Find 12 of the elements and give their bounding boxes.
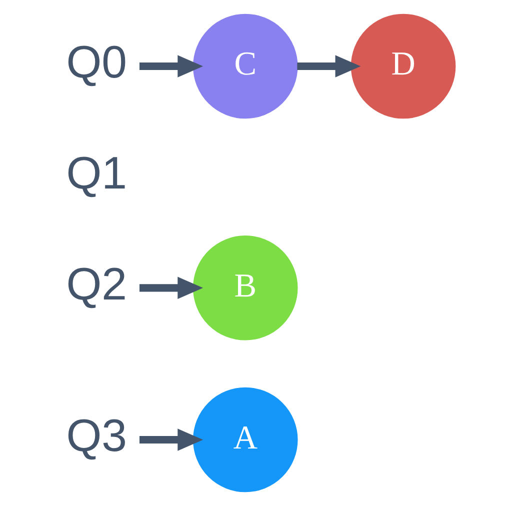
node-circle: C — [192, 14, 298, 119]
node-text: Q3 — [66, 410, 126, 462]
node-circle: B — [192, 236, 298, 340]
node-circle: A — [192, 387, 298, 492]
node-circle: D — [350, 14, 456, 119]
node-text: Q2 — [66, 258, 126, 310]
arrow — [296, 55, 360, 78]
arrow — [138, 276, 203, 300]
arrow — [138, 55, 203, 78]
arrow — [138, 428, 203, 451]
label: Q1 — [66, 147, 126, 198]
node-text: Q0 — [66, 36, 126, 88]
